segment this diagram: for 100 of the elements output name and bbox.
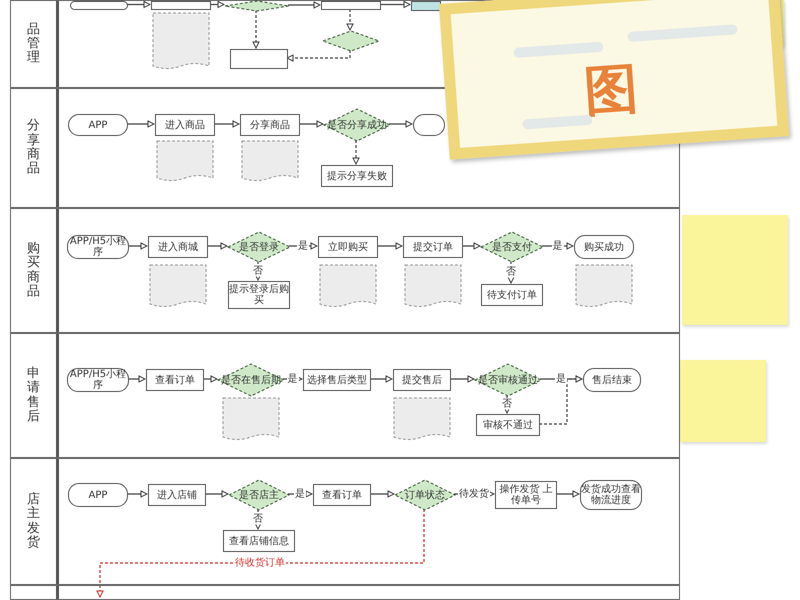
edge-label: 待收货订单: [234, 558, 286, 568]
terminal-box: [583, 368, 641, 392]
node-label: 提示登录后购买: [229, 284, 289, 306]
edge-label: 否: [501, 398, 513, 410]
connector-arrow: [462, 242, 480, 250]
connector-arrow: [389, 120, 412, 128]
connector-arrow: [450, 376, 474, 382]
process-box: [313, 484, 371, 506]
node-label: 审核不通过: [483, 420, 533, 430]
connector-arrow: [370, 490, 394, 498]
node-label: 立即购买: [328, 242, 368, 252]
node-label: 是否审核通过: [478, 374, 538, 386]
connector-arrow: [370, 376, 392, 382]
node-label: 是否店主: [239, 490, 279, 500]
connector-arrow: [288, 2, 320, 8]
process-box: [230, 49, 288, 69]
process-box: [155, 114, 215, 136]
decision-diamond: [323, 31, 379, 51]
document-shape: [576, 265, 632, 309]
connector-arrow: [380, 1, 410, 8]
connector-arrow: [542, 242, 574, 250]
swimlane: [10, 585, 680, 600]
node-label: 查看订单: [322, 490, 362, 500]
node-label: 查看店铺信息: [229, 536, 289, 546]
process-box: [148, 484, 206, 506]
node-label: 发货成功查看物流进度: [581, 484, 641, 506]
terminal-box: [574, 235, 634, 259]
node-label: 是否在售后期: [221, 374, 281, 386]
edge-label: 待发货: [458, 488, 490, 500]
node-label: APP/H5小程序: [68, 369, 128, 391]
connector-arrow: [203, 376, 218, 382]
decision-diamond: [218, 364, 284, 396]
connector-arrow: [210, 1, 224, 8]
node-label: 提交订单: [413, 242, 453, 252]
process-box: [146, 369, 204, 391]
process-box: [318, 236, 378, 258]
decision-diamond: [481, 232, 543, 262]
document-shape: [223, 398, 279, 442]
process-box: [393, 369, 451, 391]
node-label: 提示分享失败: [327, 170, 387, 182]
edge-label: 是: [552, 240, 564, 252]
node-label: 分享商品: [250, 120, 290, 130]
lane-title: 购买商品: [27, 242, 40, 300]
document-shape: [153, 13, 209, 71]
node-label: 购买成功: [584, 242, 624, 252]
connector-arrow: [346, 9, 354, 30]
terminal-box: [68, 483, 128, 507]
edge-label: 否: [252, 265, 264, 276]
connector-arrow: [214, 120, 240, 128]
connector-arrow: [352, 140, 360, 164]
edge-label: 是: [555, 374, 567, 384]
process-box: [476, 414, 540, 436]
connector-arrow: [127, 120, 154, 128]
node-label: 是否分享成功: [327, 120, 387, 130]
node-label: 订单状态: [405, 490, 445, 500]
document-shape: [242, 141, 298, 183]
document-shape: [320, 265, 376, 309]
document-shape: [394, 398, 450, 442]
swimlane: [10, 458, 680, 585]
connector-arrow: [283, 376, 302, 382]
decision-diamond: [228, 232, 290, 262]
node-label: 查看订单: [155, 374, 195, 386]
connector-arrow: [128, 242, 148, 250]
edge-label: 否: [252, 514, 264, 524]
document-shape: [157, 141, 213, 183]
connector-arrow: [252, 10, 260, 48]
node-label: 是否登录: [239, 242, 279, 252]
document-shape: [405, 265, 461, 309]
decision-diamond: [324, 109, 390, 141]
decision-diamond: [225, 1, 289, 11]
edge-label: 否: [505, 266, 517, 278]
document-shape: [150, 265, 206, 309]
connector-arrow: [377, 242, 402, 250]
process-box: [321, 165, 393, 187]
connector-arrow: [289, 242, 318, 250]
swimlane: [10, 333, 680, 458]
swimlane: [10, 208, 680, 333]
node-label: 进入店铺: [157, 490, 197, 500]
process-box: [151, 1, 211, 10]
process-box: [411, 1, 441, 11]
sticky-note: [682, 215, 788, 325]
connector-arrow: [299, 120, 324, 128]
decision-diamond: [395, 480, 455, 510]
connector-arrow: [508, 261, 514, 284]
sticky-note: [680, 360, 766, 442]
edge-label: 是: [286, 374, 298, 384]
node-label: APP/H5小程序: [68, 236, 128, 258]
node-label: 操作发货 上传单号: [498, 484, 554, 506]
connector-arrow: [128, 376, 146, 382]
connector-arrow: [556, 490, 580, 498]
node-label: 是否支付: [492, 242, 532, 252]
connector-arrow: [127, 490, 148, 498]
terminal-box: [68, 114, 128, 136]
terminal-box: [70, 1, 128, 10]
node-label: 进入商城: [158, 242, 198, 252]
cover-title: 图: [582, 57, 640, 122]
process-box: [403, 236, 463, 258]
connector-arrow: [286, 50, 351, 62]
node-label: APP: [88, 120, 108, 130]
process-box: [481, 284, 543, 306]
